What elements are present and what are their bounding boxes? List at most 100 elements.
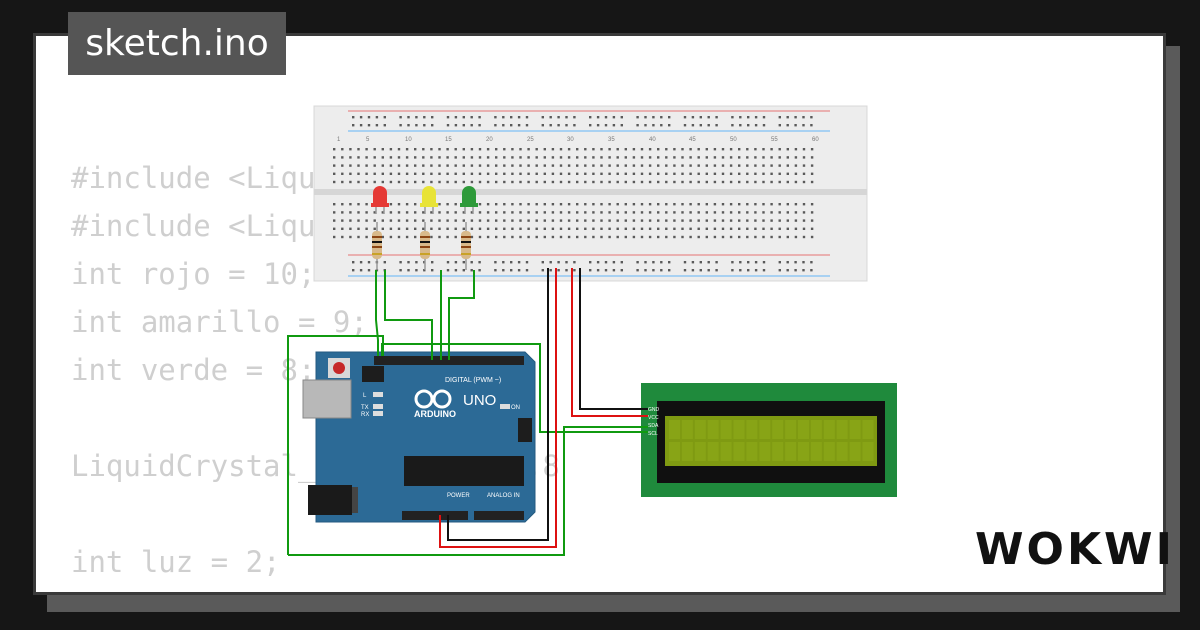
bb-hole	[397, 211, 401, 214]
bb-hole	[510, 124, 513, 127]
bb-hole	[721, 235, 725, 239]
bb-hole	[632, 203, 636, 206]
bb-hole	[576, 235, 579, 239]
bb-hole	[494, 269, 497, 272]
bb-hole	[608, 211, 611, 214]
bb-hole	[794, 203, 798, 206]
bb-hole	[454, 261, 458, 264]
bb-hole	[786, 180, 789, 184]
bb-hole	[352, 261, 355, 264]
bb-hole	[405, 219, 409, 222]
bb-hole	[525, 116, 529, 119]
bb-col-20: 20	[486, 137, 493, 143]
bb-hole	[397, 164, 401, 167]
bb-hole	[636, 261, 639, 264]
bb-hole	[470, 235, 474, 239]
bb-hole	[697, 211, 700, 214]
bb-hole	[389, 235, 393, 239]
bb-hole	[683, 261, 687, 264]
bb-hole	[470, 180, 474, 184]
bb-hole	[754, 156, 757, 159]
lcd-cell	[694, 442, 706, 461]
bb-hole	[754, 203, 757, 206]
bb-hole	[624, 148, 627, 151]
arduino-uno[interactable]: DIGITAL (PWM ~) ARDUINO UNO ON L TX RX P…	[302, 351, 536, 523]
bb-hole	[511, 156, 514, 159]
bb-hole	[365, 164, 368, 167]
bb-hole	[770, 203, 773, 206]
bb-hole	[648, 203, 652, 206]
bb-hole	[657, 164, 660, 167]
bb-hole	[470, 227, 474, 230]
wire-green	[375, 270, 379, 356]
bb-hole	[810, 211, 814, 214]
bb-hole	[365, 203, 368, 206]
bb-hole	[478, 180, 482, 184]
bb-hole	[438, 235, 441, 239]
led-green[interactable]	[460, 186, 478, 214]
bb-hole	[535, 180, 538, 184]
bb-hole	[640, 219, 644, 222]
lcd-cell	[694, 420, 706, 439]
bb-hole	[778, 172, 781, 175]
bb-hole	[389, 172, 393, 175]
bb-hole	[729, 203, 733, 206]
lcd-cell	[759, 420, 771, 439]
bb-hole	[624, 227, 627, 230]
bb-hole	[535, 219, 538, 222]
bb-hole	[762, 211, 765, 214]
bb-hole	[543, 180, 546, 184]
bb-hole	[762, 164, 765, 167]
bb-hole	[478, 235, 482, 239]
bb-hole	[365, 172, 368, 175]
bb-hole	[770, 148, 773, 151]
bb-hole	[689, 211, 692, 214]
bb-hole	[592, 203, 595, 206]
bb-hole	[486, 235, 490, 239]
bb-hole	[596, 124, 600, 127]
resistor[interactable]	[420, 222, 430, 270]
bb-hole	[431, 261, 434, 264]
board-analog-label: ANALOG IN	[487, 493, 520, 499]
bb-hole	[681, 203, 684, 206]
bb-hole	[770, 172, 773, 175]
bb-hole	[535, 164, 538, 167]
bb-hole	[462, 172, 465, 175]
resistor[interactable]	[372, 222, 382, 270]
bb-hole	[705, 211, 708, 214]
bb-hole	[778, 124, 781, 127]
bb-hole	[519, 203, 522, 206]
bb-hole	[510, 261, 513, 264]
bb-hole	[810, 156, 814, 159]
bb-hole	[397, 203, 401, 206]
lcd-character-cells	[669, 420, 874, 461]
bb-hole	[567, 219, 571, 222]
led-yellow[interactable]	[420, 186, 438, 214]
bb-hole	[573, 124, 576, 127]
bb-hole	[778, 148, 781, 151]
resistor[interactable]	[461, 222, 471, 270]
bb-hole	[438, 156, 441, 159]
bb-hole	[430, 156, 433, 159]
bb-hole	[810, 235, 814, 239]
bb-hole	[616, 164, 619, 167]
bb-hole	[503, 203, 506, 206]
bb-hole	[794, 164, 798, 167]
led-red[interactable]	[371, 186, 389, 214]
file-tab[interactable]: sketch.ino	[68, 12, 286, 75]
bb-hole	[616, 235, 619, 239]
bb-hole	[584, 156, 587, 159]
bb-hole	[640, 156, 644, 159]
bb-hole	[705, 148, 708, 151]
bb-hole	[738, 164, 741, 167]
bb-hole	[349, 148, 352, 151]
bb-hole	[715, 269, 718, 272]
bb-hole	[754, 116, 758, 119]
bb-hole	[616, 180, 619, 184]
bb-hole	[794, 148, 798, 151]
lcd-cell	[720, 420, 732, 439]
bb-hole	[559, 156, 563, 159]
bb-hole	[652, 261, 655, 264]
bb-hole	[589, 269, 592, 272]
lcd-1602-i2c[interactable]: GND VCC SDA SCL	[641, 383, 897, 497]
